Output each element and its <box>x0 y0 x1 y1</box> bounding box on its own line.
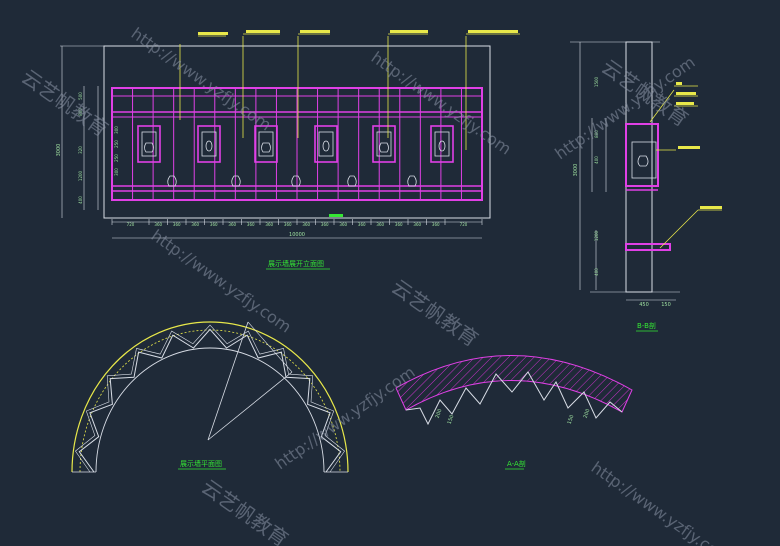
elevation-dim-label: 360 <box>284 222 292 227</box>
section-dim-label: 800 <box>594 130 599 138</box>
section-dim-label: 400 <box>594 268 599 276</box>
elevation-dim-label: 720 <box>127 222 135 227</box>
elevation-vases <box>167 175 417 187</box>
elevation-center-marker <box>329 214 343 217</box>
vase-icon <box>407 175 417 187</box>
elevation-left-total: 3000 <box>56 144 62 157</box>
detail-teeth <box>405 371 623 426</box>
plan-title: 展示墙平面图 <box>180 459 222 468</box>
elevation-dim-label: 360 <box>321 222 329 227</box>
niche <box>314 125 338 163</box>
elevation-inner-dim-label: 250 <box>114 140 119 148</box>
detail-dim-label: 150 <box>447 414 456 425</box>
watermark-url-6: http://www.yzfjy.com <box>271 362 418 473</box>
section-dim-label: 1500 <box>594 76 599 87</box>
section-total-dimension: 3000 <box>573 164 579 177</box>
niche <box>137 125 161 163</box>
elevation-dim-label: 360 <box>413 222 421 227</box>
elevation-dim-label: 360 <box>210 222 218 227</box>
detail-title: A-A剖 <box>507 459 526 468</box>
niche <box>430 125 454 163</box>
section-view: 1500 800 400 1200 400 3000 450 150 B-B剖 <box>570 41 722 332</box>
watermark-brand-1: 云艺帆教育 <box>17 64 113 141</box>
watermark-brand-4: 云艺帆教育 <box>197 474 293 546</box>
elevation-panel-joints <box>111 88 483 200</box>
elevation-left-dim-label: 400 <box>78 196 83 204</box>
section-dim-label: 1200 <box>594 230 599 241</box>
elevation-left-dim-label: 500 <box>78 92 83 100</box>
elevation-dim-label: 360 <box>376 222 384 227</box>
niche <box>254 125 278 163</box>
vase-icon <box>347 175 357 187</box>
niche <box>372 125 396 163</box>
detail-hatched-band <box>395 355 633 413</box>
watermark-brand-3: 云艺帆教育 <box>387 274 483 351</box>
elevation-bottom-dimensions: 720 360 360 360 360 360 360 360 360 360 360 360 360 3… <box>111 219 483 227</box>
plan-outer-arc <box>71 321 349 473</box>
elevation-inner-dim-label: 300 <box>114 168 119 176</box>
elevation-left-dim-label: 800 <box>78 108 83 116</box>
elevation-dim-label: 360 <box>358 222 366 227</box>
elevation-dim-label: 360 <box>339 222 347 227</box>
plan-zigzag <box>78 328 342 473</box>
elevation-left-dim-label: 1200 <box>78 170 83 181</box>
elevation-leader-text <box>198 30 518 35</box>
vase-icon <box>231 175 241 187</box>
elevation-dim-label: 360 <box>173 222 181 227</box>
plan-zigzag-outer <box>74 324 346 473</box>
elevation-dim-label: 360 <box>191 222 199 227</box>
niche <box>197 125 221 163</box>
elevation-leaders <box>179 33 520 150</box>
elevation-inner-dim-label: 300 <box>114 126 119 134</box>
watermarks: http://www.yzfjy.com http://www.yzfjy.co… <box>17 24 735 546</box>
elevation-dim-label: 360 <box>228 222 236 227</box>
vase-icon <box>291 175 301 187</box>
elevation-dim-label: 360 <box>395 222 403 227</box>
elevation-niches <box>137 125 454 163</box>
elevation-left-dim-label: 320 <box>78 146 83 154</box>
elevation-total-dimension: 10000 <box>289 232 305 238</box>
elevation-dim-label: 360 <box>247 222 255 227</box>
detail-dim-label: 200 <box>435 408 444 419</box>
elevation-title: 展示墙展开立面图 <box>268 259 324 268</box>
section-niche-box <box>625 123 659 187</box>
watermark-url-1: http://www.yzfjy.com <box>128 24 275 135</box>
elevation-left-dimensions: 500 800 320 1200 400 300 250 250 300 <box>78 92 119 204</box>
plan-teeth <box>74 324 346 473</box>
detail-dim-label: 200 <box>583 408 592 419</box>
elevation-dim-label: 360 <box>432 222 440 227</box>
elevation-dim-label: 360 <box>265 222 273 227</box>
section-dim-label: 400 <box>594 156 599 164</box>
elevation-dim-label: 720 <box>460 222 468 227</box>
elevation-dim-label: 360 <box>302 222 310 227</box>
section-bottom-dim-1: 150 <box>661 302 671 308</box>
detail-dim-label: 150 <box>567 414 576 425</box>
section-title: B-B剖 <box>637 321 656 330</box>
elevation-view: 720 360 360 360 360 360 360 360 360 360 360 360 360 3… <box>56 30 520 270</box>
watermark-url-5: http://www.yzfjy.com <box>588 458 735 546</box>
elevation-inner-dim-label: 250 <box>114 154 119 162</box>
section-dimensions: 1500 800 400 1200 400 <box>594 76 599 275</box>
elevation-dim-label: 360 <box>154 222 162 227</box>
watermark-url-3: http://www.yzfjy.com <box>148 226 295 337</box>
section-shelf <box>625 243 671 251</box>
vase-icon <box>167 175 177 187</box>
section-bottom-dim-0: 450 <box>639 302 649 308</box>
plan-view: 展示墙平面图 <box>71 321 349 473</box>
